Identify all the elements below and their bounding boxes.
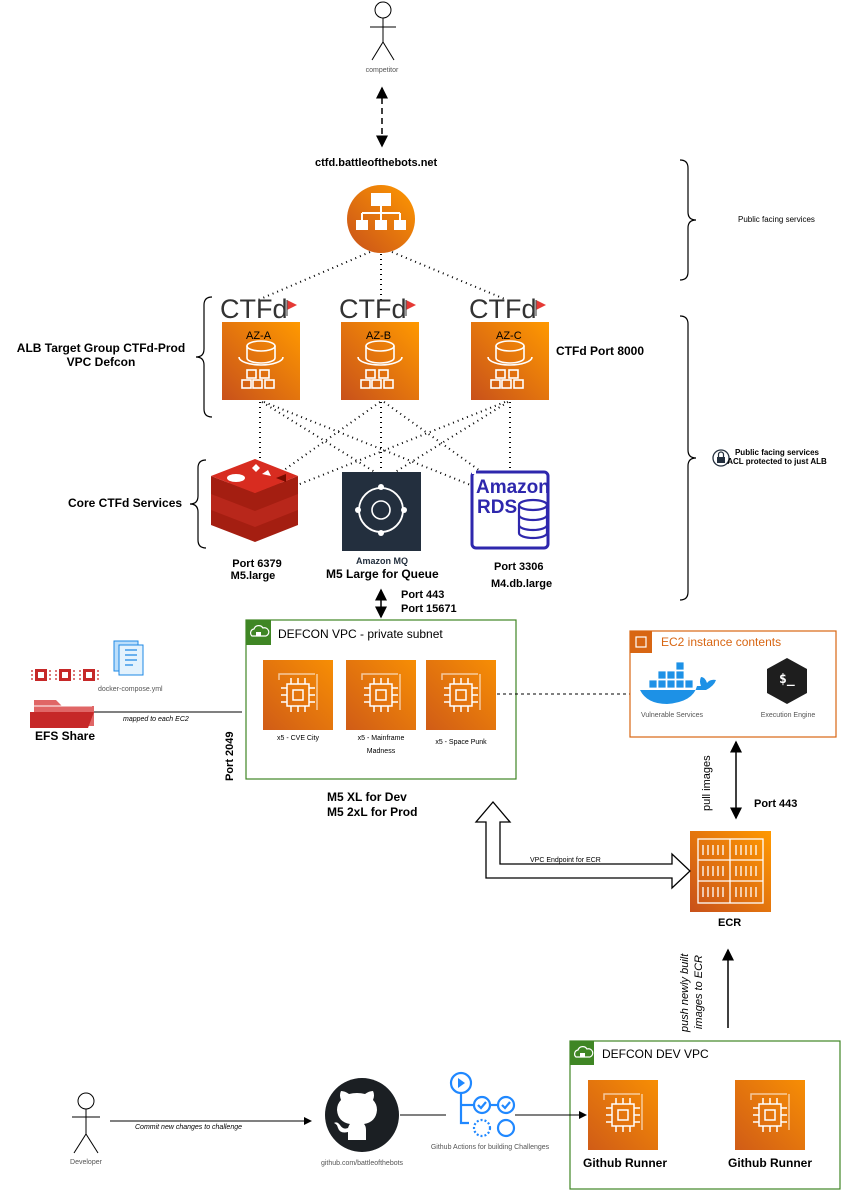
size-dev-label: M5 XL for Dev <box>327 790 407 804</box>
github-label: github.com/battleofthebots <box>320 1160 404 1167</box>
az-b-label: AZ-B <box>366 330 392 342</box>
alb-target-group-label: ALB Target Group CTFd-Prod <box>16 341 186 355</box>
push-label-1: push newly built <box>679 953 691 1032</box>
acl-label-2: ACL protected to just ALB <box>727 457 827 466</box>
docker-compose-label: docker-compose.yml <box>98 686 163 693</box>
dev-vpc-cloud-icon <box>570 1041 594 1065</box>
ctfd-container-icons <box>238 340 533 389</box>
rds-logo-2: RDS <box>477 497 518 518</box>
port-2049-label: Port 2049 <box>224 731 236 781</box>
efs-share-label: EFS Share <box>35 729 96 743</box>
ctfd-instance-c <box>471 322 549 400</box>
instance-space-punk-label: x5 - Space Punk <box>435 739 487 746</box>
ecr-port-label: Port 443 <box>754 798 798 810</box>
efs-share-icon <box>30 700 94 728</box>
alb-to-ctfd-links <box>257 251 508 301</box>
vulnerable-services-label: Vulnerable Services <box>641 712 703 719</box>
vpc-defcon-label: VPC Defcon <box>66 355 136 369</box>
ctfd-port-label: CTFd Port 8000 <box>556 344 645 358</box>
ctfd-logo-a: CTFd <box>220 294 288 324</box>
core-services-label: Core CTFd Services <box>68 496 183 510</box>
acl-label-1: Public facing services <box>734 448 820 457</box>
mq-size-label: M5 Large for Queue <box>326 567 439 581</box>
runner-chip-icons <box>588 1080 805 1150</box>
mq-port-443-label: Port 443 <box>401 589 445 601</box>
redis-icon <box>211 459 298 542</box>
pull-images-label: pull images <box>701 755 713 811</box>
vpc-endpoint-arrow <box>474 800 691 890</box>
instance-cve-city-label: x5 - CVE City <box>276 735 319 742</box>
ctfd-flag-icons <box>286 300 546 316</box>
instance-mainframe-label: x5 - Mainframe Madness <box>357 735 405 756</box>
ctfd-logo-b: CTFd <box>339 294 407 324</box>
mq-port-15671-label: Port 15671 <box>401 603 457 615</box>
mq-name-label: Amazon MQ <box>355 556 408 566</box>
az-c-label: AZ-C <box>496 330 522 342</box>
ctfd-instance-a <box>222 322 300 400</box>
rds-port-label: Port 3306 <box>494 561 544 573</box>
az-a-label: AZ-A <box>246 330 272 342</box>
ctfd-to-core-links <box>259 401 511 489</box>
document-icon <box>113 640 144 676</box>
defcon-vpc-box <box>245 619 517 780</box>
mapped-label: mapped to each EC2 <box>123 716 189 723</box>
terminal-icon <box>767 658 807 704</box>
lock-icon <box>712 449 730 467</box>
redis-port-label: Port 6379 <box>232 558 282 570</box>
ec2-chip-small-icon <box>630 631 652 653</box>
brace-core <box>189 459 207 549</box>
terminal-glyph: $_ <box>779 672 795 687</box>
ecr-label: ECR <box>718 917 742 929</box>
commit-label: Commit new changes to challenge <box>135 1124 243 1131</box>
ec2-contents-box <box>629 630 837 738</box>
developer-actor <box>72 1092 100 1154</box>
competitor-label: competitor <box>365 67 399 74</box>
amazon-mq-icon <box>342 472 421 551</box>
ecr-icon <box>690 831 771 912</box>
runner-2-label: Github Runner <box>728 1156 812 1170</box>
docker-icon <box>640 661 716 704</box>
runner-1-label: Github Runner <box>583 1156 667 1170</box>
efs-chip-icons <box>31 669 99 681</box>
execution-engine-label: Execution Engine <box>760 712 816 719</box>
developer-label: Developer <box>70 1159 102 1166</box>
ec2-contents-title: EC2 instance contents <box>661 635 782 649</box>
github-actions-icon <box>449 1071 516 1138</box>
brace-acl <box>679 315 697 601</box>
dev-vpc-title: DEFCON DEV VPC <box>602 1047 709 1061</box>
amazon-rds-icon <box>470 470 550 550</box>
brace-alb-group <box>195 296 213 418</box>
public-services-label: Public facing services <box>738 215 815 224</box>
brace-public <box>679 159 697 281</box>
github-icon <box>325 1078 399 1152</box>
load-balancer-icon <box>347 185 415 253</box>
rds-size-label: M4.db.large <box>491 578 553 590</box>
competitor-actor <box>370 1 396 61</box>
redis-size-label: M5.large <box>230 570 276 582</box>
vpc-endpoint-label: VPC Endpoint for ECR <box>530 857 601 864</box>
ctfd-instance-b <box>341 322 419 400</box>
size-prod-label: M5 2xL for Prod <box>327 805 418 819</box>
rds-logo-1: Amazon <box>476 477 550 498</box>
push-label-2: images to ECR <box>693 955 705 1029</box>
ec2-chip-icons <box>263 660 496 730</box>
vpc-cloud-icon <box>246 620 271 645</box>
defcon-vpc-title: DEFCON VPC - private subnet <box>278 627 443 641</box>
alb-domain-label: ctfd.battleofthebots.net <box>315 157 438 169</box>
ctfd-logo-c: CTFd <box>469 294 537 324</box>
github-actions-label: Github Actions for building Challenges <box>430 1144 550 1151</box>
